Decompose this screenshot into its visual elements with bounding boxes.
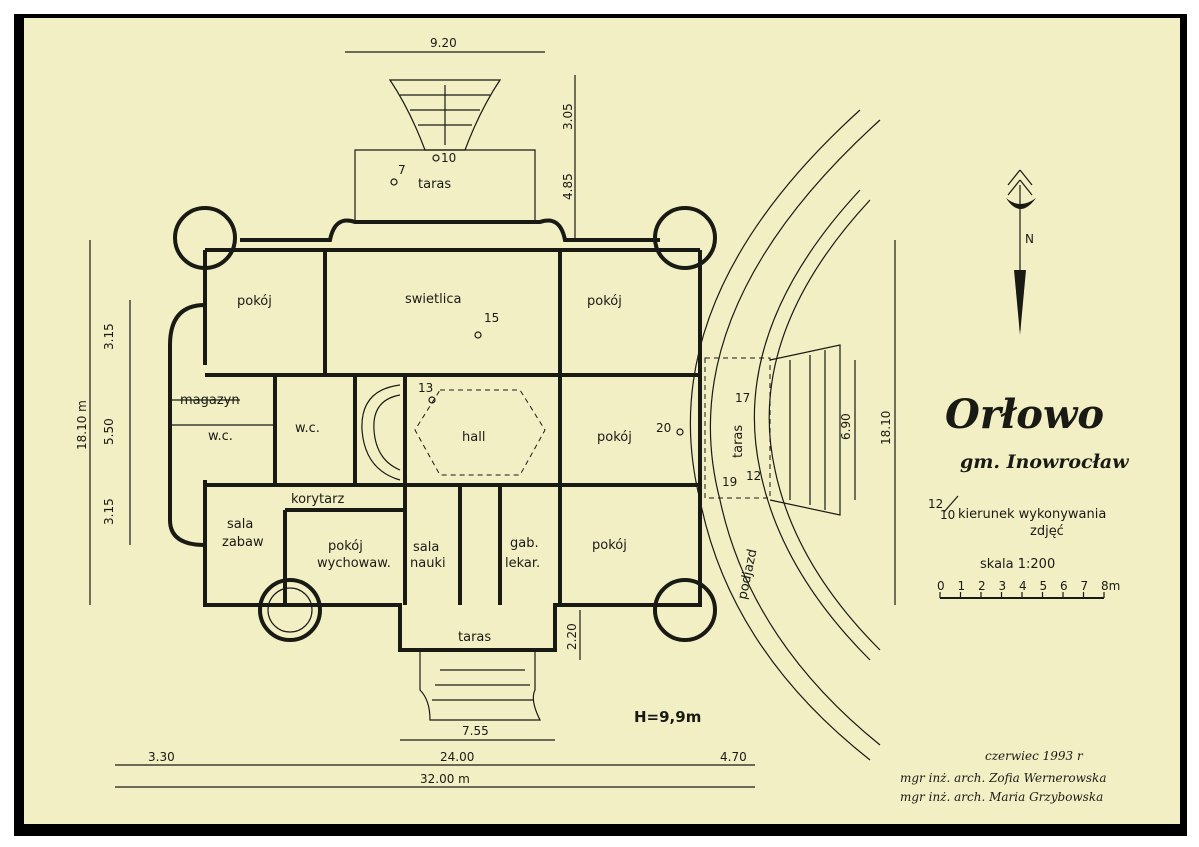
dim-550: 5.50: [102, 418, 116, 445]
dim-315a: 3.15: [102, 323, 116, 350]
dim-485: 4.85: [561, 173, 575, 200]
room-pokoj-e: pokój: [597, 430, 632, 445]
plan-title: Orłowo: [945, 391, 1104, 438]
room-wc-2: w.c.: [295, 421, 320, 436]
scale-label: skala 1:200: [980, 557, 1055, 572]
room-sala-zabaw-2: zabaw: [222, 535, 264, 550]
scale-tick-label: 4: [1019, 579, 1027, 593]
room-wc-1: w.c.: [208, 429, 233, 444]
photo-point-10: 10: [441, 151, 456, 165]
room-gab-1: gab.: [510, 536, 539, 551]
scale-tick-label: 6: [1060, 579, 1068, 593]
room-pokoj-se: pokój: [592, 538, 627, 553]
dim-1810-right: 18.10: [879, 411, 893, 445]
dim-2400: 24.00: [440, 750, 474, 764]
dim-470: 4.70: [720, 750, 747, 764]
photo-point-19: 19: [722, 475, 737, 489]
room-sala-zabaw-1: sala: [227, 517, 253, 532]
room-sala-nauki-2: nauki: [410, 556, 446, 571]
legend-arrow-icon: [943, 495, 959, 513]
scale-tick-label: 8m: [1101, 579, 1120, 593]
legend-symbol: 12: [928, 497, 943, 511]
dim-315b: 3.15: [102, 498, 116, 525]
room-sala-nauki-1: sala: [413, 540, 439, 555]
scale-tick-label: 5: [1040, 579, 1048, 593]
scale-tick-label: 3: [999, 579, 1007, 593]
north-label: N: [1025, 232, 1034, 246]
height-label: H=9,9m: [634, 708, 701, 726]
dim-330: 3.30: [148, 750, 175, 764]
photo-point-12: 12: [746, 469, 761, 483]
photo-point-17: 17: [735, 391, 750, 405]
legend-symbol-sub: 10: [940, 508, 955, 522]
dimension-lines: [89, 51, 896, 788]
photo-point-13: 13: [418, 381, 433, 395]
room-hall: hall: [462, 430, 485, 445]
legend-line-1: kierunek wykonywania: [958, 507, 1106, 522]
dim-755: 7.55: [462, 724, 489, 738]
dim-3200: 32.00 m: [420, 772, 470, 786]
room-taras-s: taras: [458, 630, 491, 645]
dim-top-920: 9.20: [430, 36, 457, 50]
photo-point-15: 15: [484, 311, 499, 325]
photo-points: 7 10 15 13 17 20 19 12: [390, 151, 761, 489]
south-terrace: [419, 650, 541, 721]
room-taras-n: taras: [418, 177, 451, 192]
driveway-arcs: [689, 109, 881, 761]
author-1: mgr inż. arch. Zofia Wernerowska: [900, 771, 1106, 785]
room-korytarz: korytarz: [291, 492, 344, 507]
dim-1810-left: 18.10 m: [75, 400, 89, 450]
room-swietlica: swietlica: [405, 292, 461, 307]
scale-tick-label: 2: [978, 579, 986, 593]
north-terrace: [354, 79, 536, 222]
plan-subtitle: gm. Inowrocław: [960, 451, 1129, 473]
north-arrow-icon: [1006, 169, 1036, 335]
dim-220: 2.20: [565, 623, 579, 650]
scale-tick-label: 7: [1081, 579, 1089, 593]
dim-690: 6.90: [839, 413, 853, 440]
building-walls: [168, 206, 717, 652]
photo-point-20: 20: [656, 421, 671, 435]
scale-tick-label: 1: [958, 579, 966, 593]
room-pokoj-nw: pokój: [237, 294, 272, 309]
room-pokoj-ne: pokój: [587, 294, 622, 309]
author-2: mgr inż. arch. Maria Grzybowska: [900, 790, 1103, 804]
room-pokoj-wych-2: wychowaw.: [317, 556, 391, 571]
room-taras-e: taras: [731, 425, 746, 458]
legend-line-2: zdjęć: [1030, 524, 1064, 539]
photo-point-7: 7: [398, 163, 406, 177]
room-gab-2: lekar.: [505, 556, 540, 571]
paper: [24, 18, 1180, 824]
stairs-internal: [267, 384, 546, 633]
room-magazyn: magazyn: [180, 393, 240, 408]
room-pokoj-wych-1: pokój: [328, 539, 363, 554]
dim-305: 3.05: [561, 103, 575, 130]
scale-tick-label: 0: [937, 579, 945, 593]
date-text: czerwiec 1993 r: [985, 749, 1084, 763]
